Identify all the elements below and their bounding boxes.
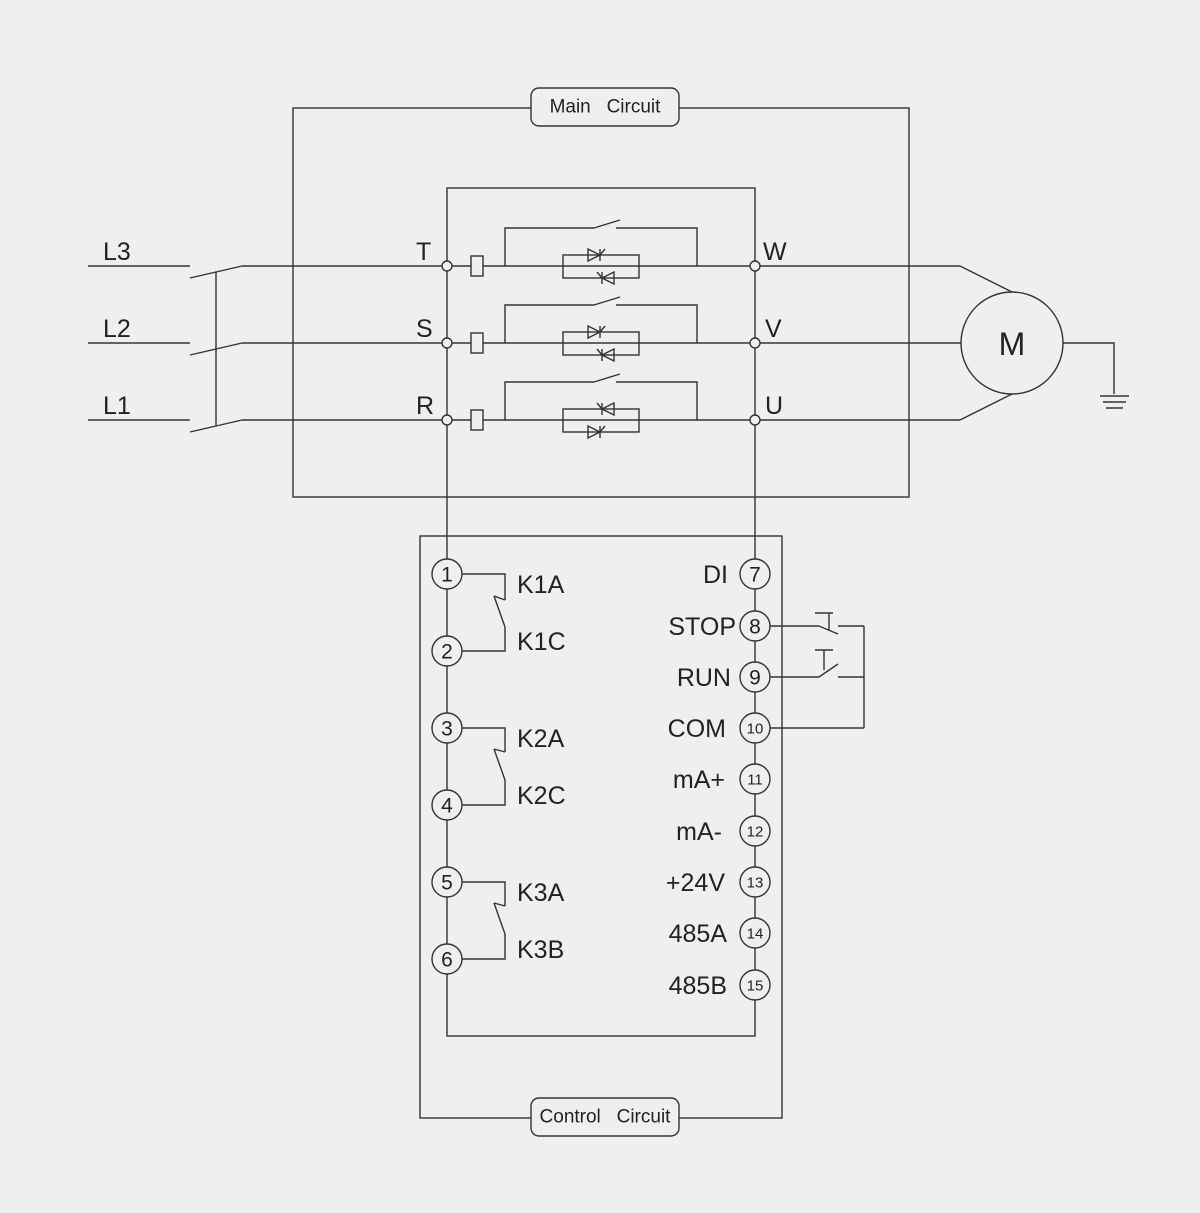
output-label-w: W bbox=[763, 238, 787, 266]
soft-starter-inner-box bbox=[446, 187, 756, 1037]
output-label-u: U bbox=[765, 392, 783, 420]
signal-label-stop: STOP bbox=[668, 613, 736, 641]
left-terminal-3: 3 bbox=[431, 712, 463, 744]
right-terminal-12: 12 bbox=[739, 815, 771, 847]
left-terminal-2: 2 bbox=[431, 635, 463, 667]
main-circuit-box: Main Circuit bbox=[292, 87, 910, 498]
relay-k2 bbox=[462, 727, 506, 806]
control-circuit-label: Control Circuit bbox=[540, 1107, 672, 1128]
svg-text:12: 12 bbox=[747, 824, 764, 841]
right-terminal-7: 7 bbox=[739, 558, 771, 590]
signal-label-485a: 485A bbox=[669, 920, 728, 948]
isolator-switch bbox=[189, 265, 443, 433]
signal-label-ma-minus: mA- bbox=[676, 818, 722, 846]
right-terminal-13: 13 bbox=[739, 866, 771, 898]
power-terminals bbox=[441, 260, 761, 426]
phase-t-thyristor-bypass bbox=[452, 219, 750, 286]
relay-k1 bbox=[462, 573, 506, 652]
svg-text:7: 7 bbox=[749, 564, 761, 587]
svg-text:2: 2 bbox=[441, 641, 453, 664]
relay-label-k1c: K1C bbox=[517, 628, 566, 656]
left-terminal-1: 1 bbox=[431, 558, 463, 590]
line-label-l1: L1 bbox=[103, 392, 131, 420]
left-terminal-5: 5 bbox=[431, 866, 463, 898]
right-terminal-11: 11 bbox=[739, 763, 771, 795]
relay-label-k2a: K2A bbox=[517, 725, 565, 753]
svg-text:15: 15 bbox=[747, 978, 764, 995]
right-terminal-14: 14 bbox=[739, 917, 771, 949]
line-label-l3: L3 bbox=[103, 238, 131, 266]
svg-text:6: 6 bbox=[441, 949, 453, 972]
right-terminal-9: 9 bbox=[739, 661, 771, 693]
svg-text:1: 1 bbox=[441, 564, 453, 587]
svg-text:10: 10 bbox=[747, 721, 764, 738]
line-label-l2: L2 bbox=[103, 315, 131, 343]
relay-label-k1a: K1A bbox=[517, 571, 565, 599]
svg-text:11: 11 bbox=[747, 772, 763, 789]
left-terminal-4: 4 bbox=[431, 789, 463, 821]
right-terminal-10: 10 bbox=[739, 712, 771, 744]
signal-label-24v: +24V bbox=[666, 869, 725, 897]
svg-text:3: 3 bbox=[441, 718, 453, 741]
signal-label-ma-plus: mA+ bbox=[673, 766, 725, 794]
supply-lines: L3 L2 L1 bbox=[88, 238, 190, 421]
svg-text:8: 8 bbox=[749, 616, 761, 639]
signal-label-di: DI bbox=[703, 561, 728, 589]
signal-label-485b: 485B bbox=[669, 972, 727, 1000]
left-terminal-6: 6 bbox=[431, 943, 463, 975]
ground-icon bbox=[1063, 342, 1129, 409]
svg-text:9: 9 bbox=[749, 667, 761, 690]
input-label-t: T bbox=[416, 238, 431, 266]
relay-k3 bbox=[462, 881, 506, 960]
output-label-v: V bbox=[765, 315, 782, 343]
right-terminal-15: 15 bbox=[739, 969, 771, 1001]
signal-label-run: RUN bbox=[677, 664, 731, 692]
svg-text:5: 5 bbox=[441, 872, 453, 895]
phase-s-thyristor-bypass bbox=[452, 296, 750, 363]
main-circuit-label: Main Circuit bbox=[550, 97, 662, 118]
svg-text:13: 13 bbox=[747, 875, 764, 892]
right-terminal-8: 8 bbox=[739, 610, 771, 642]
stop-run-pushbuttons bbox=[770, 612, 865, 729]
input-label-r: R bbox=[416, 392, 434, 420]
motor-label: M bbox=[999, 326, 1026, 362]
motor-wiring bbox=[760, 265, 1013, 421]
control-circuit-box: Control Circuit bbox=[419, 535, 783, 1137]
relay-label-k3a: K3A bbox=[517, 879, 565, 907]
signal-label-com: COM bbox=[668, 715, 726, 743]
input-label-s: S bbox=[416, 315, 433, 343]
relay-label-k2c: K2C bbox=[517, 782, 566, 810]
relay-label-k3b: K3B bbox=[517, 936, 564, 964]
phase-r-thyristor-bypass bbox=[452, 373, 750, 440]
svg-text:14: 14 bbox=[747, 926, 764, 943]
svg-text:4: 4 bbox=[441, 795, 453, 818]
